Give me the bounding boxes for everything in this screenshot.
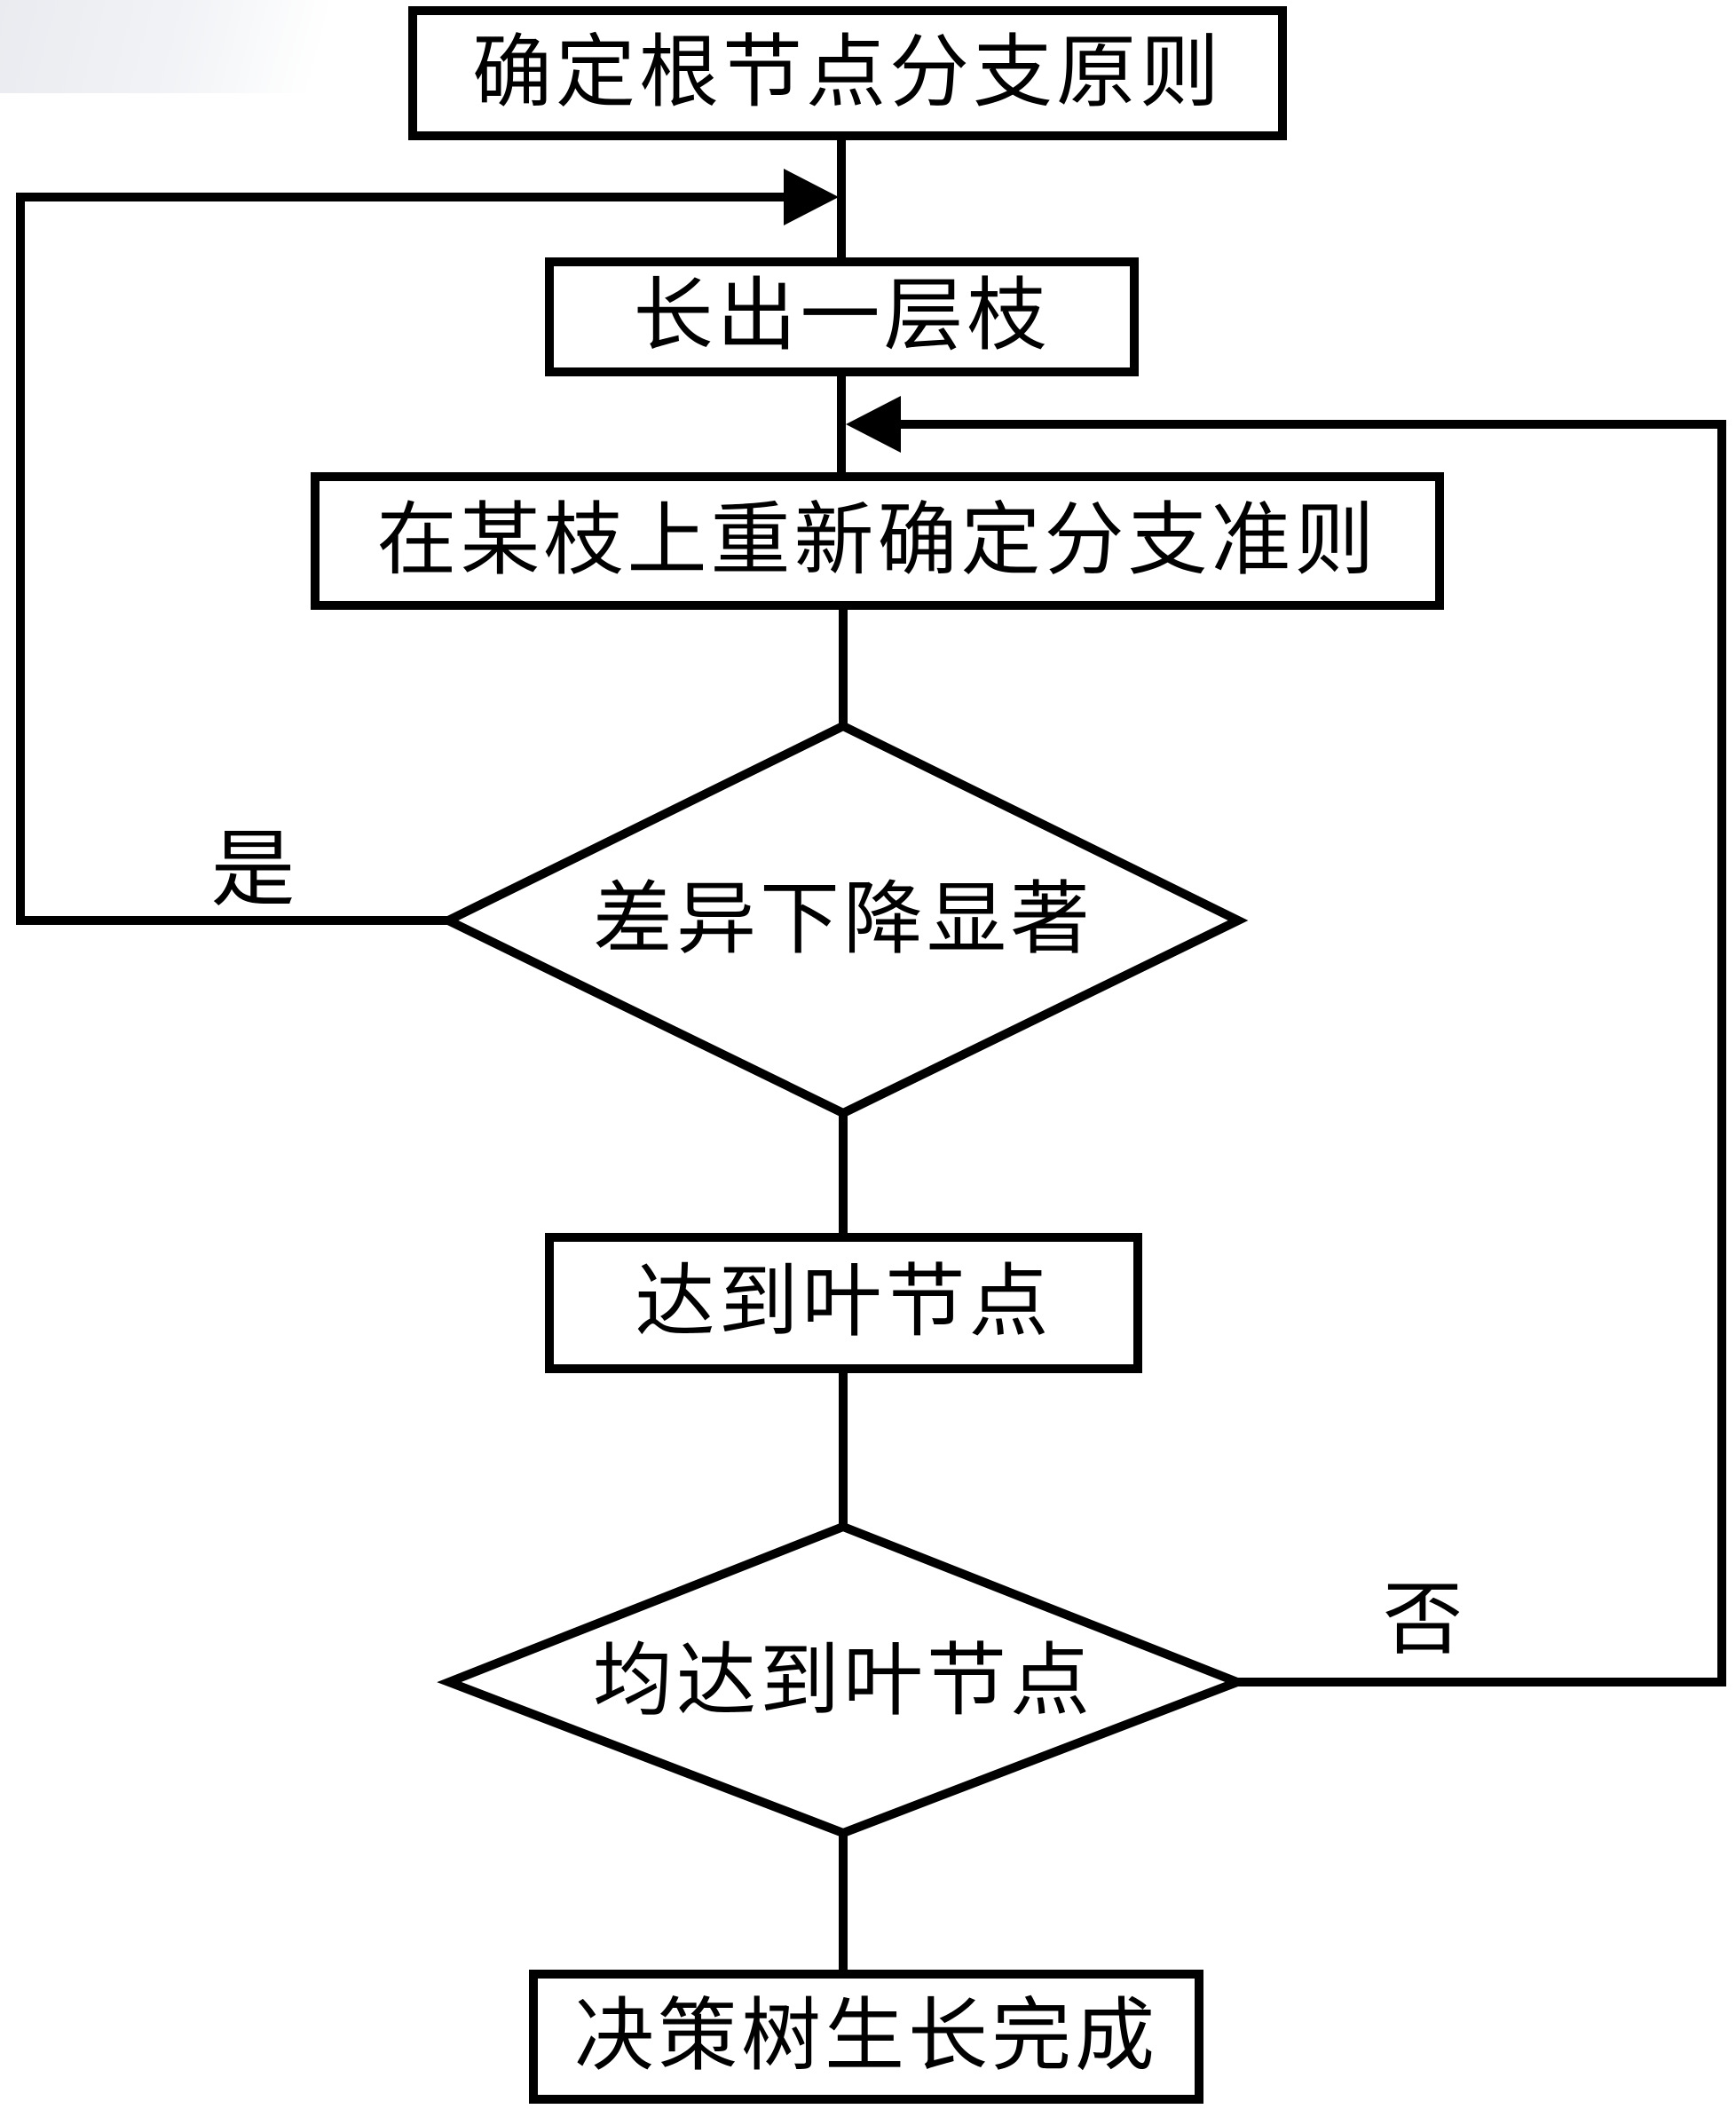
node-tree-complete-label: 决策树生长完成	[574, 1992, 1158, 2081]
node-reach-leaf-label: 达到叶节点	[635, 1259, 1053, 1347]
no-edge-text: 否	[1383, 1576, 1466, 1664]
node-reach-leaf: 达到叶节点	[545, 1233, 1142, 1373]
decision-diff-text: 差异下降显著	[593, 876, 1093, 964]
node-redefine-branch-criterion: 在某枝上重新确定分支准则	[311, 472, 1444, 610]
yes-loop-line	[16, 193, 786, 925]
decision-diff-label: 差异下降显著	[444, 863, 1243, 978]
no-edge-label: 否	[1331, 1563, 1518, 1679]
yes-edge-text: 是	[210, 822, 299, 917]
yes-edge-label: 是	[162, 812, 348, 928]
node-tree-complete: 决策树生长完成	[529, 1970, 1203, 2104]
node-grow-layer-label: 长出一层枝	[633, 273, 1051, 360]
node-redefine-branch-criterion-label: 在某枝上重新确定分支准则	[376, 496, 1378, 585]
decision-allleaf-text: 均达到叶节点	[593, 1638, 1093, 1726]
decision-allleaf-label: 均达到叶节点	[444, 1624, 1243, 1740]
no-loop-arrowhead-icon	[846, 396, 901, 453]
no-loop-line	[898, 420, 1726, 1686]
node-root-branch-rule-label: 确定根节点分支原则	[472, 28, 1223, 117]
yes-loop-arrowhead-icon	[784, 169, 839, 225]
node-grow-layer: 长出一层枝	[545, 257, 1139, 376]
node-root-branch-rule: 确定根节点分支原则	[408, 6, 1287, 140]
